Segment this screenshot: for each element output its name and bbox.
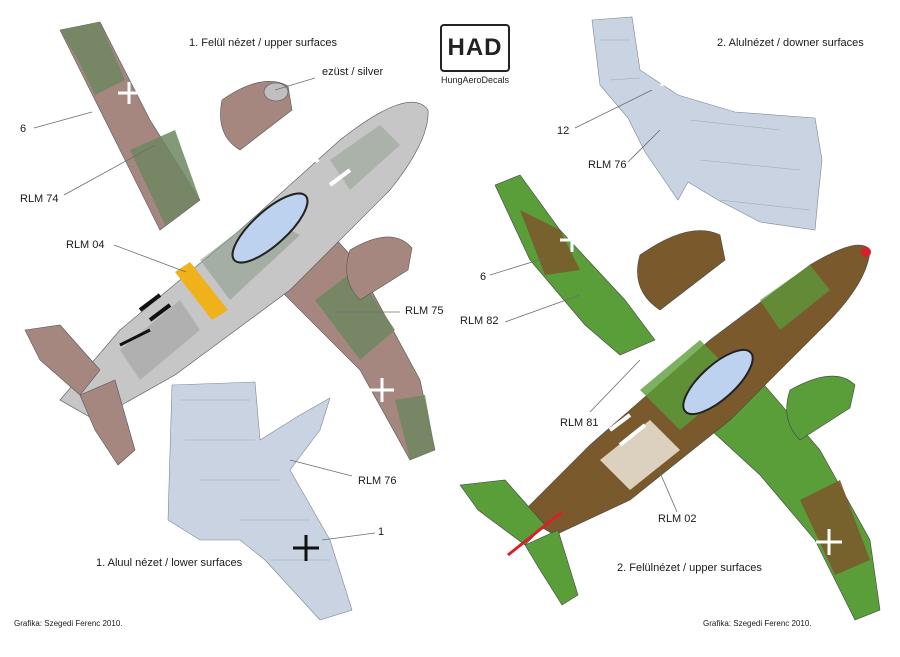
callout-rlm74: RLM 74 [20, 193, 59, 205]
callout-rlm82: RLM 82 [460, 315, 499, 327]
callout-silver: ezüst / silver [322, 66, 384, 78]
callout-rlm81: RLM 81 [560, 417, 599, 429]
callout-rlm04: RLM 04 [66, 239, 105, 251]
credit-right: Grafika: Szegedi Ferenc 2010. [703, 619, 812, 628]
view-title-1-lower: 1. Aluul nézet / lower surfaces [96, 557, 243, 569]
callout-12: 12 [557, 125, 570, 137]
credit-left: Grafika: Szegedi Ferenc 2010. [14, 619, 123, 628]
had-logo-name: HungAeroDecals [440, 75, 510, 85]
callout-6-aircraft-2: 6 [480, 271, 487, 283]
aircraft-2-lower [591, 16, 823, 231]
aircraft-1-upper [24, 21, 436, 466]
view-title-2-lower: 2. Alulnézet / downer surfaces [717, 37, 864, 49]
callout-rlm02: RLM 02 [658, 513, 697, 525]
had-logo-mark: HAD [440, 24, 510, 72]
leader-lines [33, 77, 678, 541]
had-logo: HAD HungAeroDecals [436, 24, 514, 85]
callout-6-aircraft-1: 6 [20, 123, 27, 135]
view-title-2-upper: 2. Felülnézet / upper surfaces [617, 562, 762, 574]
callout-rlm76-aircraft-2: RLM 76 [588, 159, 627, 171]
callout-1: 1 [378, 526, 385, 538]
aircraft-2-upper [459, 174, 881, 621]
callout-rlm75: RLM 75 [405, 305, 444, 317]
aircraft-1-lower [167, 381, 353, 621]
callout-rlm76-aircraft-1: RLM 76 [358, 475, 397, 487]
view-title-1-upper: 1. Felül nézet / upper surfaces [189, 37, 337, 49]
